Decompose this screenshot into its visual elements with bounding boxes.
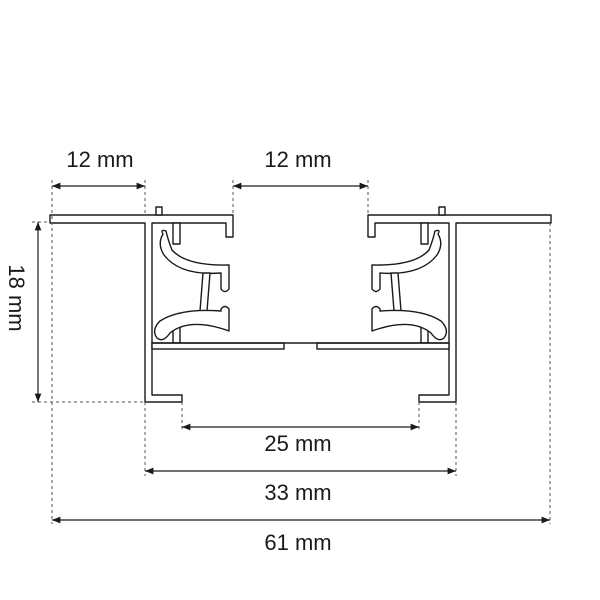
diffuser-bar-right	[316, 342, 450, 350]
label-body-width: 33 mm	[264, 480, 332, 505]
label-height: 18 mm	[4, 264, 29, 332]
diffuser-bar-left	[151, 342, 285, 350]
label-bottom-opening: 25 mm	[264, 431, 332, 456]
left-half	[49, 206, 234, 403]
dimension-lines	[34, 182, 550, 524]
right-half	[367, 206, 552, 403]
label-total-width: 61 mm	[264, 530, 332, 555]
label-top-left: 12 mm	[66, 147, 134, 172]
label-top-opening: 12 mm	[264, 147, 332, 172]
extension-lines	[32, 180, 551, 524]
